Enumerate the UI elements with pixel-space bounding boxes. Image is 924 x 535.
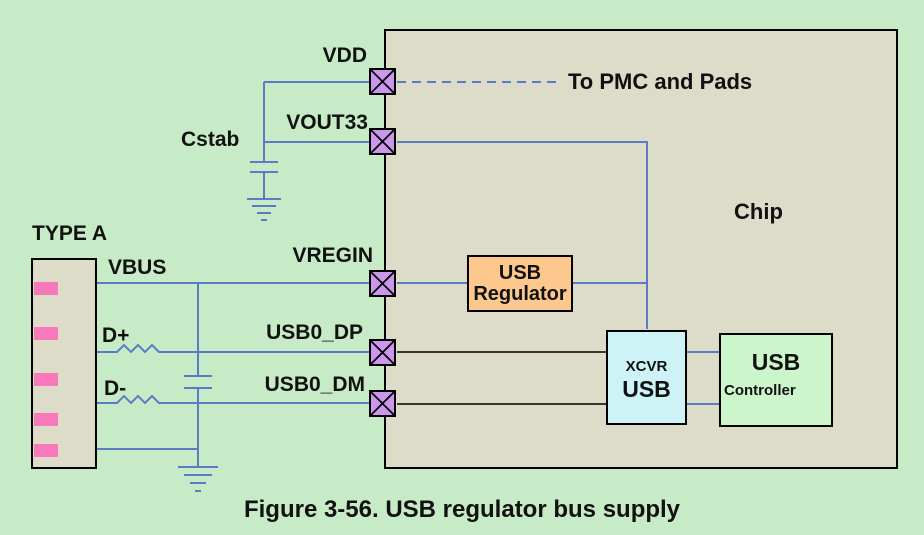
x-icon [371,130,394,153]
chip-label: Chip [734,199,783,224]
vregin-pin-icon [369,270,396,297]
usb-controller-block: USB Controller [719,333,833,427]
dminus-wire [97,394,369,405]
vbus-label: VBUS [108,256,167,279]
usb-xcvr-line1: XCVR [625,358,668,375]
connector-contact [34,413,58,426]
vdd-pin-label: VDD [322,44,367,67]
type-a-label: TYPE A [32,222,108,245]
usb-xcvr-block: XCVR USB [606,330,687,425]
usb-xcvr-line2: USB [622,376,671,402]
usb-regulator-line2: Regulator [473,282,567,305]
usb0-dm-pin-icon [369,390,396,417]
x-icon [371,341,394,364]
pmc-note-label: To PMC and Pads [568,69,753,94]
x-icon [371,392,394,415]
dplus-resistor-icon [97,343,369,354]
vregin-pin-label: VREGIN [292,244,373,267]
vout33-pin-label: VOUT33 [286,111,368,134]
x-icon [371,70,394,93]
usb-controller-line1: USB [751,349,801,375]
cstab-ground-icon [247,198,281,221]
xcvr-controller-wires [687,351,719,405]
vout33-pin-icon [369,128,396,155]
dp-dm-internal-wires [397,351,606,405]
dplus-wire [97,343,369,354]
dminus-resistor-icon [97,394,369,405]
cstab-capacitor-icon [250,161,278,198]
cstab-label: Cstab [181,128,240,151]
usb0-dp-pin-label: USB0_DP [266,321,363,344]
vout33-wire [264,141,648,329]
connector-contact [34,444,58,457]
vdd-wire [263,81,369,162]
usb-regulator-line1: USB [498,261,542,284]
figure-caption: Figure 3-56. USB regulator bus supply [243,496,681,523]
d-minus-label: D- [104,377,127,400]
usb0-dm-pin-label: USB0_DM [264,373,365,396]
vdd-pin-icon [369,68,396,95]
vbus-ground-icon [178,466,218,492]
connector-contact [34,373,58,386]
usb0-dp-pin-icon [369,339,396,366]
usb-controller-line2: Controller [724,382,796,399]
connector-contact [34,327,58,340]
x-icon [371,272,394,295]
d-plus-label: D+ [102,324,130,347]
usb-regulator-block: USB Regulator [467,255,573,312]
vbus-capacitor-icon [184,375,212,389]
connector-contact [34,282,58,295]
shield-ground-wire [97,283,199,466]
